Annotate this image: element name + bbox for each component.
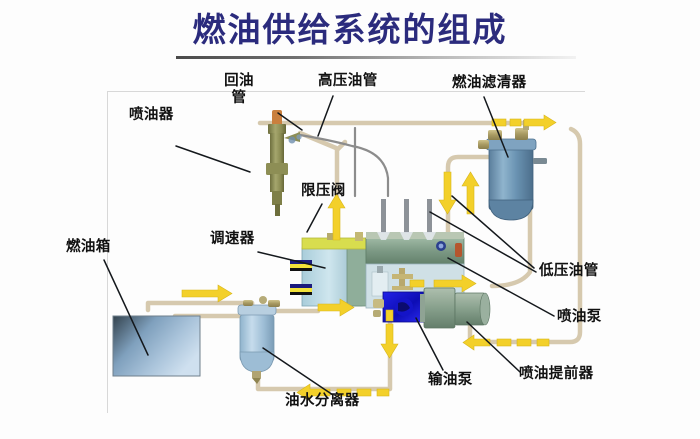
- diagram-frame: [107, 91, 585, 413]
- leader-injection-pump: [447, 257, 555, 317]
- water-separator-body: [237, 296, 280, 384]
- label-injection-pump: 喷油泵: [557, 308, 602, 325]
- fuel-tank-body: [112, 315, 201, 377]
- leader-governor: [257, 251, 326, 269]
- pump-plungers: [377, 199, 436, 240]
- leader-water-separator: [262, 347, 334, 396]
- label-fuel-tank: 燃油箱: [66, 238, 111, 255]
- leader-fuel-tank: [103, 259, 149, 356]
- label-return-pipe: 回油 管: [224, 72, 254, 106]
- leader-injector: [175, 145, 251, 173]
- label-injector: 喷油器: [129, 106, 174, 123]
- label-transfer-pump: 输油泵: [428, 371, 473, 388]
- leader-lp-pipe: [429, 211, 537, 273]
- governor-body: [290, 232, 374, 307]
- leader-transfer-pump: [415, 317, 444, 371]
- fuel-filter-body: [478, 120, 547, 221]
- leader-relief-valve: [306, 203, 323, 233]
- label-governor: 调速器: [210, 230, 255, 247]
- flow-arrows: [181, 114, 557, 402]
- page-title: 燃油供给系统的组成: [192, 10, 508, 49]
- dashed-down-arrow: [385, 309, 394, 322]
- label-advance-device: 喷油提前器: [519, 365, 594, 382]
- label-high-pressure-pipe: 高压油管: [318, 72, 378, 89]
- label-relief-valve: 限压阀: [301, 182, 346, 199]
- dashed-return-arrow: [336, 388, 390, 397]
- dashed-pump-inlet: [409, 279, 425, 288]
- advance-body: [420, 287, 491, 329]
- leader-lines: [103, 95, 555, 396]
- dashed-filter-return: [462, 334, 550, 351]
- leader-hp-pipe: [317, 95, 334, 137]
- label-low-pressure-pipe: 低压油管: [539, 262, 599, 279]
- injector-body: [266, 110, 302, 216]
- high-pressure-pipe: [298, 126, 390, 198]
- leader-lp-pipe-2: [451, 195, 535, 269]
- leader-advance-device: [466, 321, 521, 373]
- leader-fuel-filter: [483, 96, 509, 158]
- dashed-top-rail: [491, 118, 522, 127]
- transfer-pump-body: [373, 291, 425, 323]
- title-divider: [176, 56, 576, 59]
- leader-return-pipe: [277, 112, 303, 131]
- label-fuel-filter: 燃油滤清器: [452, 74, 527, 91]
- label-water-separator: 油水分离器: [285, 392, 360, 409]
